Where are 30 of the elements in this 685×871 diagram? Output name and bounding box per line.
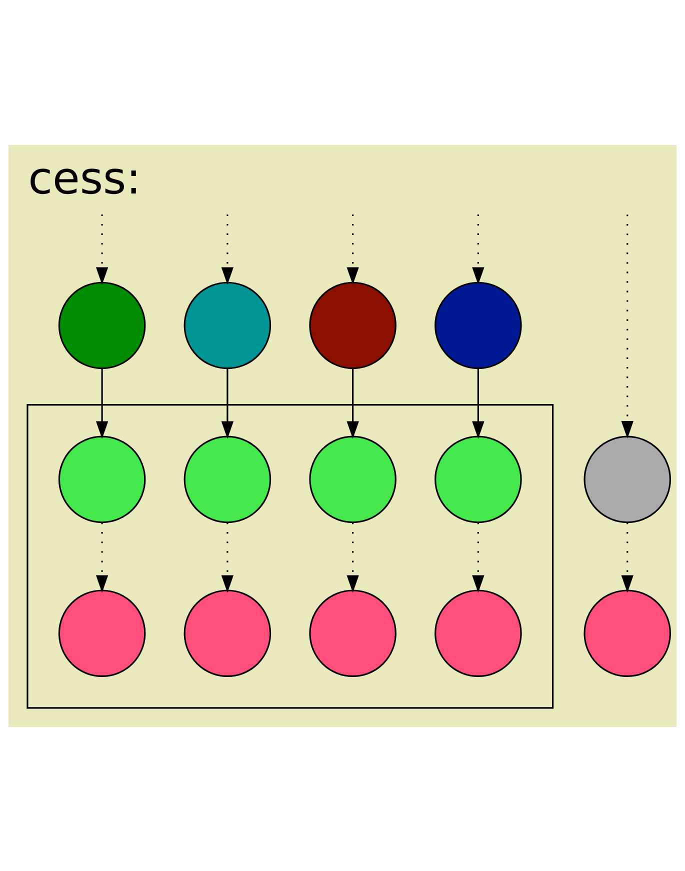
- node-circle: [584, 435, 672, 523]
- node-circle: [184, 281, 272, 369]
- node-circle: [309, 281, 396, 369]
- node-circle: [309, 589, 396, 676]
- node-circle: [58, 435, 146, 523]
- arrow: [346, 368, 359, 438]
- node-circle: [309, 435, 396, 523]
- arrow: [621, 522, 634, 592]
- cluster: [26, 404, 554, 708]
- arrow: [472, 368, 484, 438]
- node-circle: [58, 589, 146, 676]
- arrow: [221, 368, 234, 438]
- node-circle: [434, 589, 522, 676]
- arrow: [96, 368, 108, 438]
- node-circle: [58, 281, 146, 369]
- arrow: [346, 214, 359, 284]
- arrow: [472, 522, 484, 592]
- arrow: [472, 214, 484, 284]
- arrow: [96, 522, 108, 592]
- diagram-title: cess:: [28, 152, 142, 204]
- arrow: [346, 522, 359, 592]
- arrow: [96, 214, 108, 284]
- node-circle: [434, 435, 522, 523]
- node-circle: [584, 589, 672, 676]
- arrow: [221, 214, 234, 284]
- node-circle: [184, 589, 272, 676]
- arrow: [621, 214, 634, 438]
- arrow: [221, 522, 234, 592]
- node-circle: [184, 435, 272, 523]
- node-circle: [434, 281, 522, 369]
